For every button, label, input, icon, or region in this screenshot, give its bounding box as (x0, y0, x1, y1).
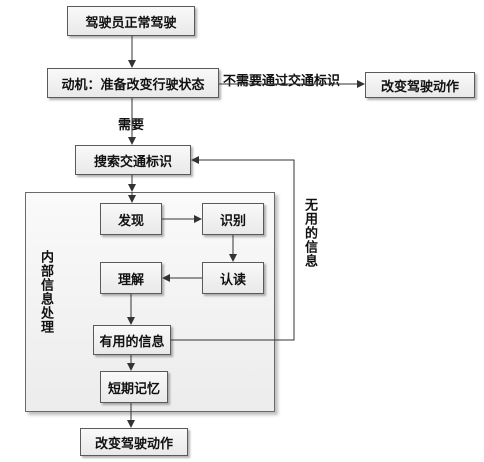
edge-label-useless-info: 无用的信息 (302, 198, 317, 268)
node-search-signs: 搜索交通标识 (75, 145, 191, 175)
edge-label-no-need-signs: 不需要通过交通标识 (223, 74, 341, 89)
node-change-action-bottom: 改变驾驶动作 (80, 428, 188, 456)
node-useful-info: 有用的信息 (93, 325, 171, 355)
edge-label-need: 需要 (118, 118, 145, 133)
node-discover: 发现 (100, 203, 162, 235)
node-recognize: 识别 (202, 203, 264, 235)
arrow-useless-feedback (171, 156, 295, 341)
node-normal-driving: 驾驶员正常驾驶 (67, 6, 195, 36)
node-change-action-right: 改变驾驶动作 (365, 72, 475, 98)
internal-processing-label: 内部信息处理 (38, 250, 53, 334)
node-read: 认读 (202, 262, 264, 294)
node-short-term-memory: 短期记忆 (100, 371, 168, 403)
node-motivation: 动机：准备改变行驶状态 (47, 68, 219, 98)
node-understand: 理解 (100, 262, 162, 294)
